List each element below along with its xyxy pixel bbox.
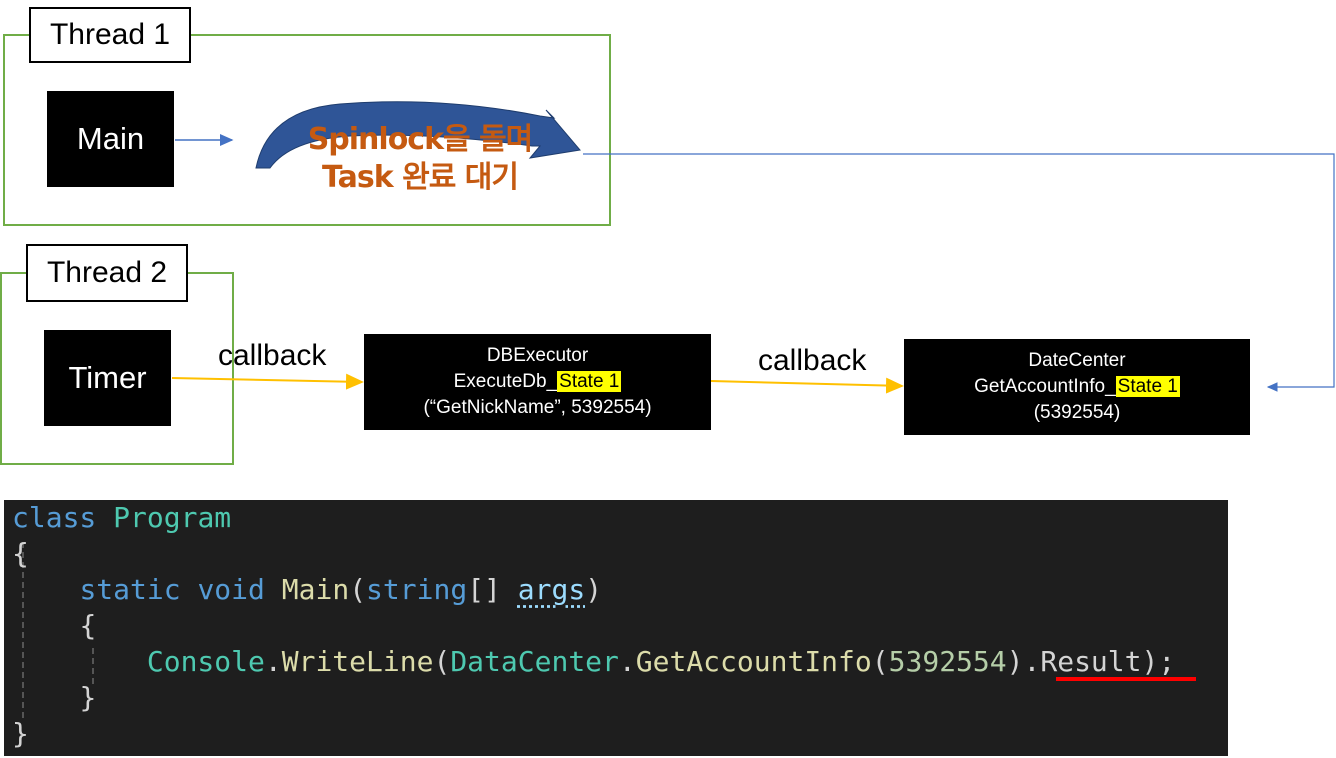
- spin-to-datacenter-connector: [583, 153, 1335, 392]
- data-center-state: State 1: [1115, 376, 1180, 397]
- db-executor-args: (“GetNickName”, 5392554): [423, 397, 652, 418]
- data-center-call-line: GetAccountInfo_State 1: [974, 374, 1180, 400]
- main-node: Main: [47, 91, 174, 187]
- thread1-group: [3, 34, 611, 226]
- callback-label-1: callback: [218, 339, 327, 372]
- code-block: class Program { static void Main(string[…: [4, 500, 1228, 756]
- indent-guide-outer: [22, 542, 24, 718]
- data-center-call: GetAccountInfo_: [974, 376, 1116, 397]
- db-executor-call-line: ExecuteDb_State 1: [454, 369, 622, 395]
- code-line-1: class Program: [12, 501, 232, 534]
- main-node-label: Main: [76, 121, 145, 156]
- data-center-node: DateCenter GetAccountInfo_State 1 (53925…: [904, 339, 1250, 435]
- db-executor-call: ExecuteDb_: [453, 371, 558, 392]
- db-executor-node: DBExecutor ExecuteDb_State 1 (“GetNickNa…: [364, 334, 711, 430]
- code-line-3: static void Main(string[] args): [79, 573, 603, 606]
- code-line-7: }: [12, 717, 29, 750]
- indent-guide-inner: [92, 648, 94, 684]
- db-executor-title: DBExecutor: [486, 345, 589, 366]
- spinlock-arc-icon: [255, 101, 581, 169]
- result-underline: [1056, 677, 1196, 681]
- callback-label-2: callback: [758, 344, 867, 377]
- timer-node: Timer: [44, 330, 171, 426]
- code-line-4: {: [79, 609, 97, 642]
- code-line-5: Console.WriteLine(DataCenter.GetAccountI…: [146, 645, 1176, 678]
- connector-layer: [171, 101, 1335, 394]
- spinlock-caption-line2: Task 완료 대기: [322, 160, 519, 195]
- code-line-2: {: [12, 537, 29, 570]
- spinlock-caption-line1: Spinlock을 돌며: [307, 122, 534, 157]
- args-param: args: [517, 573, 586, 606]
- dbexecutor-to-datacenter-arrow: [710, 377, 904, 394]
- thread2-label: Thread 2: [26, 244, 188, 302]
- data-center-args: (5392554): [1033, 402, 1121, 423]
- code-line-6: }: [79, 681, 97, 714]
- timer-node-label: Timer: [68, 360, 147, 395]
- data-center-title: DateCenter: [1028, 350, 1126, 371]
- thread1-label: Thread 1: [29, 7, 191, 63]
- timer-to-dbexecutor-arrow: [171, 373, 364, 390]
- result-property: .Result: [1023, 645, 1142, 678]
- spinlock-caption: Spinlock을 돌며 Task 완료 대기: [270, 121, 570, 197]
- db-executor-state: State 1: [557, 371, 622, 392]
